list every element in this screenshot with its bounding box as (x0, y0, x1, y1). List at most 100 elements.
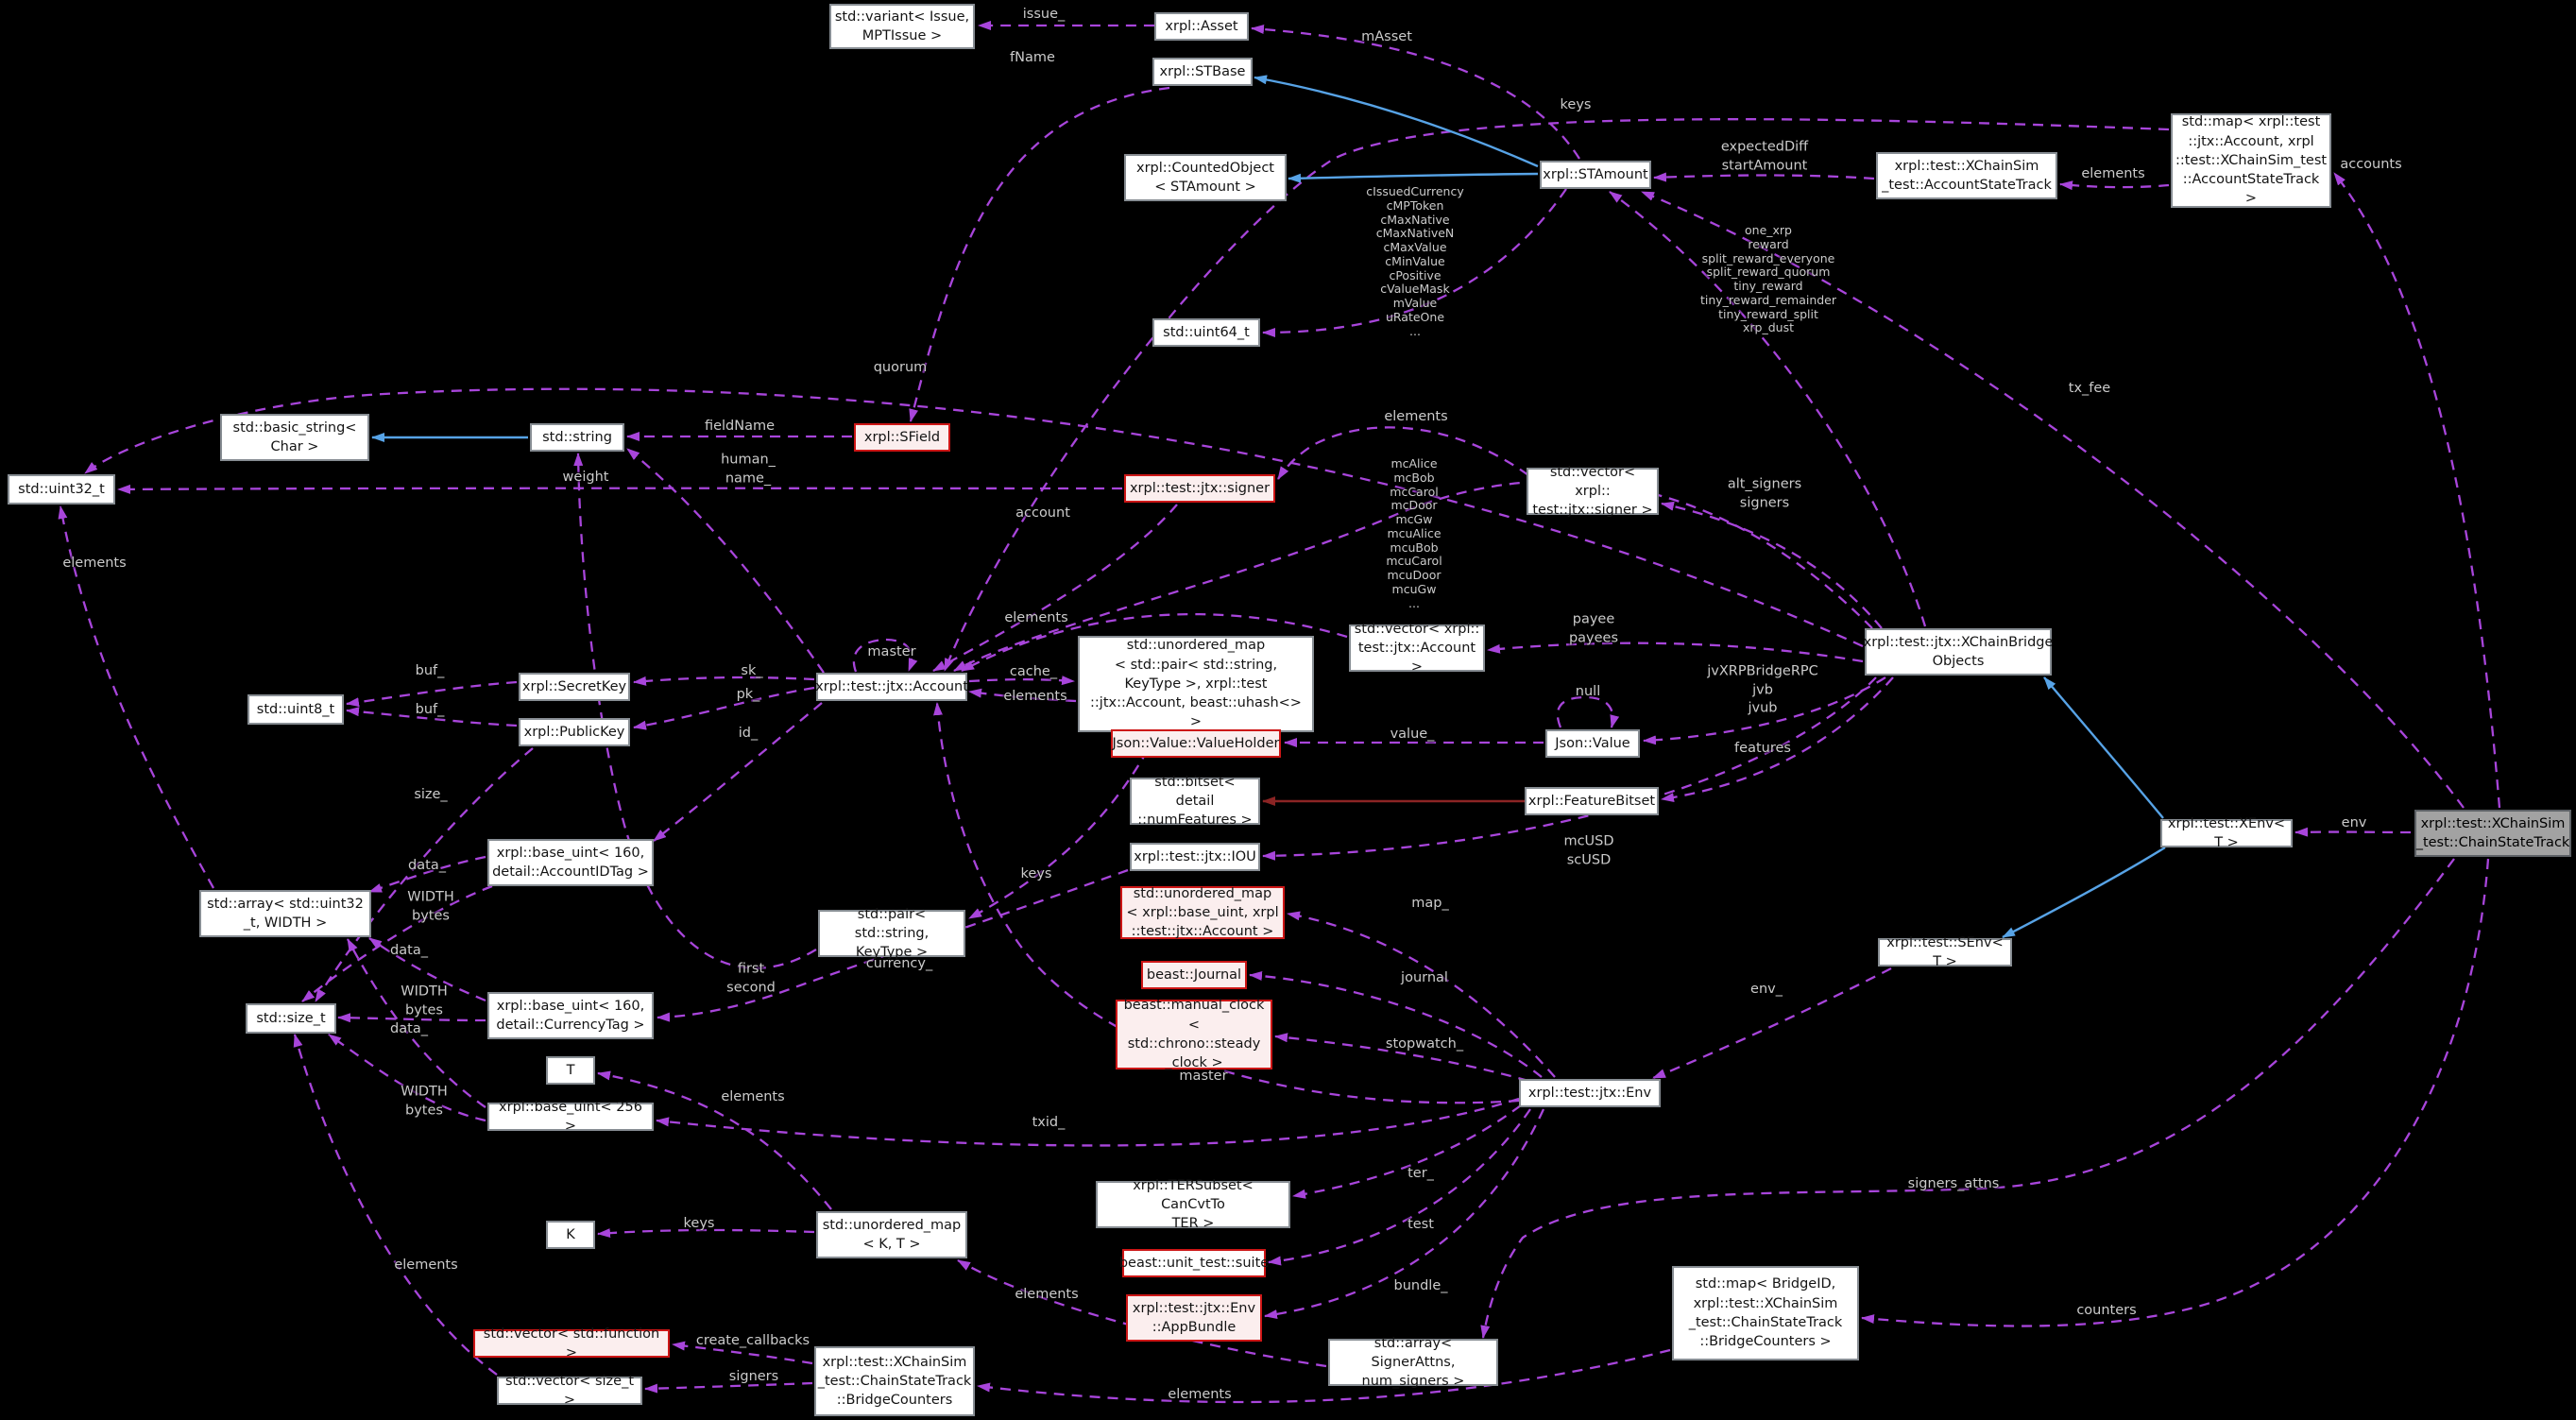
edge-payee-payees (1487, 642, 1864, 663)
edge-label-buf-pk: buf_ (415, 702, 445, 718)
edge-null-loop (1556, 695, 1620, 728)
node-stamount[interactable]: xrpl::STAmount (1540, 161, 1651, 189)
edge-label-ter: ter_ (1407, 1166, 1434, 1182)
edge-label-counters: counters (2076, 1303, 2137, 1319)
edge-label-first-second: first second (726, 961, 776, 995)
node-vector-function[interactable]: std::vector< std::function > (473, 1326, 670, 1360)
node-array-uint32-width[interactable]: std::array< std::uint32 _t, WIDTH > (199, 890, 371, 937)
node-basic-string[interactable]: std::basic_string< Char > (220, 414, 369, 461)
node-senv[interactable]: xrpl::test::SEnv< T > (1878, 935, 2012, 969)
node-pair-string-keytype[interactable]: std::pair< std::string, KeyType > (818, 907, 965, 960)
edge-elements-kt (597, 1070, 832, 1210)
node-umap-cache[interactable]: std::unordered_map < std::pair< std::str… (1078, 636, 1314, 732)
node-feature-bitset[interactable]: xrpl::FeatureBitset (1525, 787, 1659, 815)
node-vector-signer[interactable]: std::vector< xrpl:: test::jtx::signer > (1527, 465, 1659, 518)
node-map-account-ast[interactable]: std::map< xrpl::test ::jtx::Account, xrp… (2171, 113, 2331, 208)
node-t-param[interactable]: T (546, 1056, 595, 1085)
node-base-uint-256[interactable]: xrpl::base_uint< 256 > (487, 1100, 654, 1134)
node-env[interactable]: xrpl::test::jtx::Env (1519, 1079, 1661, 1107)
edge-label-keys-top: keys (1560, 97, 1592, 113)
edge-label-txid: txid_ (1032, 1115, 1066, 1131)
node-map-bridge-counters[interactable]: std::map< BridgeID, xrpl::test::XChainSi… (1672, 1266, 1859, 1360)
edge-label-create-callbacks: create_callbacks (695, 1333, 810, 1349)
edge-inherit-xcbo (2043, 676, 2164, 819)
node-umap-baseuint-account[interactable]: std::unordered_map < xrpl::base_uint, xr… (1120, 886, 1285, 939)
node-array-signerattns[interactable]: std::array< SignerAttns, num_signers > (1328, 1336, 1498, 1389)
node-chain-state-track[interactable]: xrpl::test::XChainSim _test::ChainStateT… (2414, 810, 2571, 857)
edge-label-mc-group: mcAlice mcBob mcCarol mcDoor mcGw mcuAli… (1386, 455, 1442, 610)
node-unit-test-suite[interactable]: beast::unit_test::suite (1119, 1249, 1269, 1277)
edge-keys-top (943, 118, 2170, 672)
node-string[interactable]: std::string (530, 423, 624, 452)
node-base-uint-160-currency[interactable]: xrpl::base_uint< 160, detail::CurrencyTa… (487, 992, 654, 1039)
edge-keys-kt (597, 1228, 815, 1239)
node-size-t[interactable]: std::size_t (246, 1003, 336, 1034)
node-stbase[interactable]: xrpl::STBase (1152, 58, 1253, 86)
node-vector-account[interactable]: std::vector< xrpl:: test::jtx::Account > (1349, 622, 1485, 675)
edge-label-alt-signers: alt_signers signers (1727, 476, 1802, 510)
edge-env-underscore (1652, 967, 1892, 1080)
edge-buf-pk (346, 707, 518, 727)
edge-buf-sk (346, 680, 518, 708)
edge-label-fname: fName (1010, 50, 1055, 66)
edge-label-issue: issue_ (1022, 7, 1066, 23)
edge-label-one-xrp-group: one_xrp reward split_reward_everyone spl… (1699, 223, 1837, 335)
edge-label-elements-vacct: elements (1004, 610, 1068, 626)
edge-width-bytes-a (301, 884, 493, 1002)
edge-label-signers-attns: signers_attns (1907, 1176, 2000, 1192)
node-secret-key[interactable]: xrpl::SecretKey (519, 673, 630, 701)
node-value-holder[interactable]: Json::Value::ValueHolder (1111, 729, 1281, 758)
node-umap-k-t[interactable]: std::unordered_map < K, T > (816, 1211, 967, 1258)
node-json-value[interactable]: Json::Value (1545, 729, 1640, 758)
edge-label-jv-group: jvXRPBridgeRPC jvb jvub (1707, 663, 1818, 716)
node-variant[interactable]: std::variant< Issue, MPTIssue > (829, 4, 975, 49)
edge-expecteddiff (1653, 172, 1875, 182)
node-manual-clock[interactable]: beast::manual_clock < std::chrono::stead… (1116, 998, 1272, 1070)
node-xenv[interactable]: xrpl::test::XEnv< T > (2160, 816, 2293, 850)
edge-elements-vsize (293, 1034, 498, 1376)
edge-label-features: features (1734, 741, 1791, 757)
edge-size (315, 747, 534, 1002)
edge-id (653, 702, 823, 842)
edge-signers-attns (1480, 858, 2455, 1339)
edge-masset (1251, 24, 1580, 160)
node-xchain-bridge-objects[interactable]: xrpl::test::jtx::XChainBridge Objects (1864, 628, 2053, 676)
edge-label-width-bytes-a: WIDTH bytes (407, 889, 454, 923)
edge-data-a (368, 855, 486, 894)
node-account-state-track[interactable]: xrpl::test::XChainSim _test::AccountStat… (1876, 152, 2057, 199)
edge-label-accounts: accounts (2340, 157, 2402, 173)
node-iou[interactable]: xrpl::test::jtx::IOU (1130, 843, 1260, 871)
edge-label-master-account: master (867, 644, 916, 660)
node-account[interactable]: xrpl::test::jtx::Account (815, 673, 968, 701)
edge-features (1661, 676, 1894, 803)
node-asset[interactable]: xrpl::Asset (1154, 12, 1249, 41)
node-journal[interactable]: beast::Journal (1141, 961, 1247, 989)
edge-stamount-statics (1262, 188, 1567, 337)
node-counted-object[interactable]: xrpl::CountedObject < STAmount > (1124, 154, 1287, 201)
node-bridge-counters[interactable]: xrpl::test::XChainSim _test::ChainStateT… (814, 1346, 975, 1416)
node-base-uint-160-accountid[interactable]: xrpl::base_uint< 160, detail::AccountIDT… (487, 839, 654, 886)
edge-label-tx-fee: tx_fee (2068, 381, 2111, 397)
node-sfield[interactable]: xrpl::SField (854, 423, 950, 452)
node-app-bundle[interactable]: xrpl::test::jtx::Env ::AppBundle (1126, 1294, 1262, 1342)
edge-label-currency: currency_ (865, 956, 933, 972)
node-uint32[interactable]: std::uint32_t (8, 474, 115, 505)
edge-first-second (573, 453, 817, 969)
node-public-key[interactable]: xrpl::PublicKey (519, 718, 630, 746)
node-vector-sizet[interactable]: std::vector< size_t > (497, 1374, 642, 1408)
node-uint8[interactable]: std::uint8_t (247, 694, 344, 725)
node-signer[interactable]: xrpl::test::jtx::signer (1124, 474, 1275, 503)
edge-currency (657, 868, 1129, 1022)
node-tersubset[interactable]: xrpl::TERSubset< CanCvtTo TER > (1096, 1178, 1290, 1231)
edge-data-256 (346, 938, 486, 1108)
edge-label-quorum: quorum (873, 360, 928, 376)
node-bitset[interactable]: std::bitset< detail ::numFeatures > (1130, 775, 1260, 828)
edge-inherit-senv (2002, 846, 2166, 939)
node-k-param[interactable]: K (546, 1221, 595, 1249)
edge-stopwatch (1274, 1033, 1529, 1083)
edge-jv-group (1643, 676, 1886, 745)
node-uint64[interactable]: std::uint64_t (1152, 318, 1260, 347)
edge-label-elements-arrsa: elements (1015, 1287, 1079, 1303)
edge-label-keys-kt: keys (683, 1216, 715, 1232)
